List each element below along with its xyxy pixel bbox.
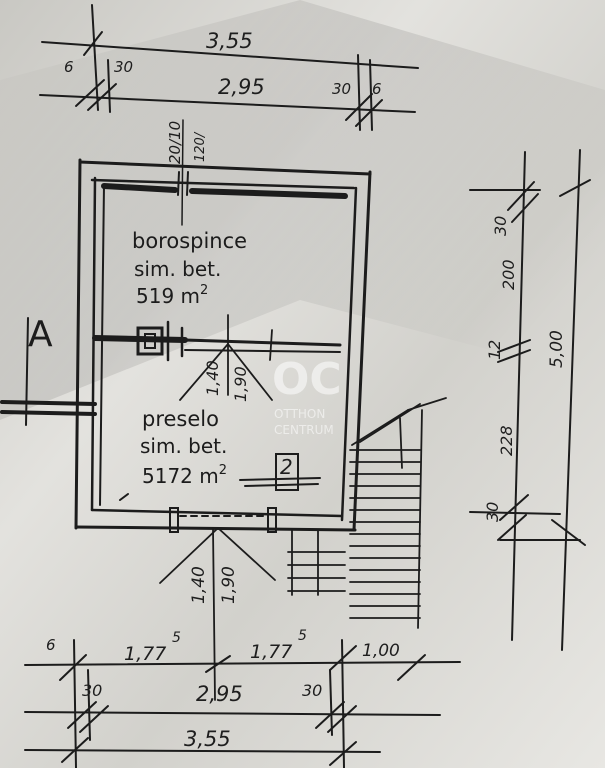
bottom-dimension-lines [24, 639, 461, 768]
right-dim-2: 200 [499, 259, 518, 290]
bottom-door-frame [169, 507, 277, 533]
upper-room-label: borospince sim. bet. 519 m2 [132, 229, 247, 308]
upper-room-name: borospince [132, 229, 247, 253]
upper-room-material: sim. bet. [134, 257, 221, 281]
right-dimension-labels: 30 200 12 228 30 5,00 [483, 216, 567, 522]
top-left-thin-dim: 6 [64, 58, 74, 76]
bottom-right-wall-dim: 30 [302, 681, 322, 700]
staircase [287, 397, 447, 629]
lower-room-material: sim. bet. [140, 434, 227, 458]
lower-room-label: preselo sim. bet. 5172 m2 [140, 407, 227, 488]
right-dimension-lines [469, 149, 591, 651]
watermark-line1: OTTHON [274, 407, 325, 421]
section-label: A [28, 314, 53, 355]
bottom-door-swing [159, 527, 276, 701]
bottom-dimension-labels: 6 1,77 5 1,77 5 1,00 30 2,95 30 3,55 [46, 628, 400, 751]
bottom-overall-dim: 3,55 [184, 727, 231, 751]
top-overall-dim: 3,55 [206, 29, 253, 53]
watermark-mark: OC [272, 354, 342, 405]
top-door-height: 120/ [193, 131, 208, 162]
top-right-wall-dim: 30 [332, 80, 351, 98]
bottom-seg1-dim: 1,77 [124, 643, 166, 665]
small-box-number: 2 [280, 455, 293, 479]
bottom-inner-dim: 2,95 [196, 682, 243, 706]
lower-room-area: 5172 m2 [142, 463, 227, 488]
bottom-door-dim-b: 1,90 [219, 566, 239, 604]
paper-shadow [0, 0, 605, 420]
right-dim-5: 30 [483, 502, 502, 522]
right-dim-3: 12 [485, 340, 504, 360]
middle-door-dim-b: 1,90 [231, 366, 250, 402]
outer-walls [74, 158, 372, 532]
small-marker-box [119, 453, 321, 501]
lower-room-name: preselo [142, 407, 219, 431]
upper-room-area: 519 m2 [136, 283, 208, 308]
right-dim-1: 30 [491, 216, 510, 236]
left-wall-stub [0, 317, 97, 426]
top-dimension-lines [39, 4, 419, 131]
middle-door-dim-a: 1,40 [203, 360, 222, 396]
bottom-left-wall-dim: 30 [82, 681, 102, 700]
top-left-wall-dim: 30 [114, 58, 133, 76]
bottom-seg2-dim: 1,77 [250, 641, 292, 663]
watermark-line2: CENTRUM [274, 423, 334, 437]
bottom-door-dim-a: 1,40 [189, 566, 209, 604]
top-inner-dim: 2,95 [218, 75, 265, 99]
middle-door-swing [179, 314, 273, 401]
right-dim-4: 228 [497, 425, 516, 456]
bottom-right-seg-dim: 1,00 [362, 641, 400, 661]
right-overall-dim: 5,00 [547, 330, 567, 368]
bottom-left-thin-dim: 6 [46, 636, 56, 654]
bottom-seg1-sup: 5 [172, 630, 181, 646]
top-right-thin-dim: 6 [372, 80, 382, 98]
top-door-width: 20/10 [166, 121, 184, 164]
partition-wall [92, 320, 342, 362]
top-dimension-labels: 3,55 2,95 6 30 30 6 [64, 29, 382, 99]
top-inner-wall [101, 119, 348, 226]
bottom-seg2-sup: 5 [298, 628, 307, 644]
watermark-logo: OC OTTHON CENTRUM [272, 354, 342, 437]
